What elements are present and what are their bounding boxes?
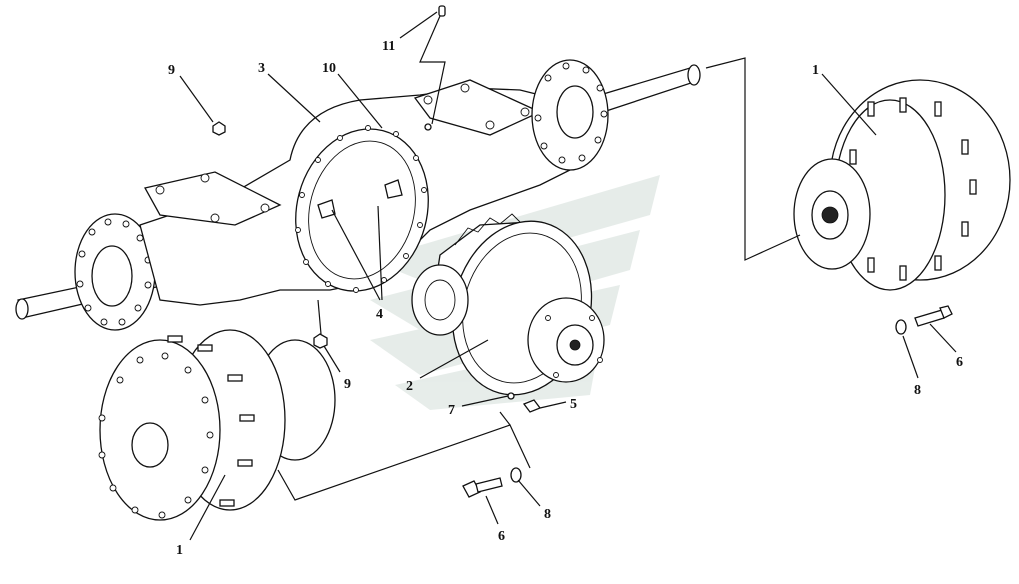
callout-labels: 11 9 3 10 1 4 9 2 7 5 6 8 6 8 1 — [168, 39, 963, 558]
callout-7: 7 — [448, 403, 455, 418]
callout-6-right: 6 — [956, 355, 963, 370]
right-hub-bolts — [849, 97, 977, 281]
callout-8-lower: 8 — [544, 507, 551, 522]
nut-9-lower — [313, 333, 328, 349]
right-flange-bolt-holes — [534, 62, 608, 164]
callout-11: 11 — [382, 39, 395, 54]
callout-5: 5 — [570, 397, 577, 412]
callout-3: 3 — [258, 61, 265, 76]
nut-9-upper — [212, 121, 226, 136]
wheel-hub-right — [793, 79, 1011, 291]
bolt-6-right — [914, 305, 953, 327]
bolt-5 — [522, 399, 542, 413]
wheel-hub-left — [98, 329, 336, 521]
callout-9-lower: 9 — [344, 377, 351, 392]
final-drive-assembly — [411, 213, 605, 396]
axle-housing — [15, 59, 701, 331]
plug-11 — [438, 5, 446, 17]
callout-6-lower: 6 — [498, 529, 505, 544]
washer-8-right — [895, 319, 907, 335]
callout-9-upper: 9 — [168, 63, 175, 78]
callout-1-right: 1 — [812, 63, 819, 78]
bolt-6-lower — [462, 477, 503, 498]
callout-1-left: 1 — [176, 543, 183, 558]
bevel-gear-teeth — [454, 213, 521, 246]
left-hub-bolts — [98, 335, 255, 519]
washer-8-lower — [510, 467, 522, 483]
leader-lines — [179, 11, 957, 541]
callout-8-right: 8 — [914, 383, 921, 398]
bowl-bolt-holes — [295, 125, 427, 293]
callout-2: 2 — [406, 379, 413, 394]
assembly-lines — [277, 15, 801, 501]
pinion-flange-holes — [545, 315, 603, 378]
callout-10: 10 — [322, 61, 336, 76]
washer-7 — [507, 392, 515, 400]
callout-4: 4 — [376, 307, 383, 322]
